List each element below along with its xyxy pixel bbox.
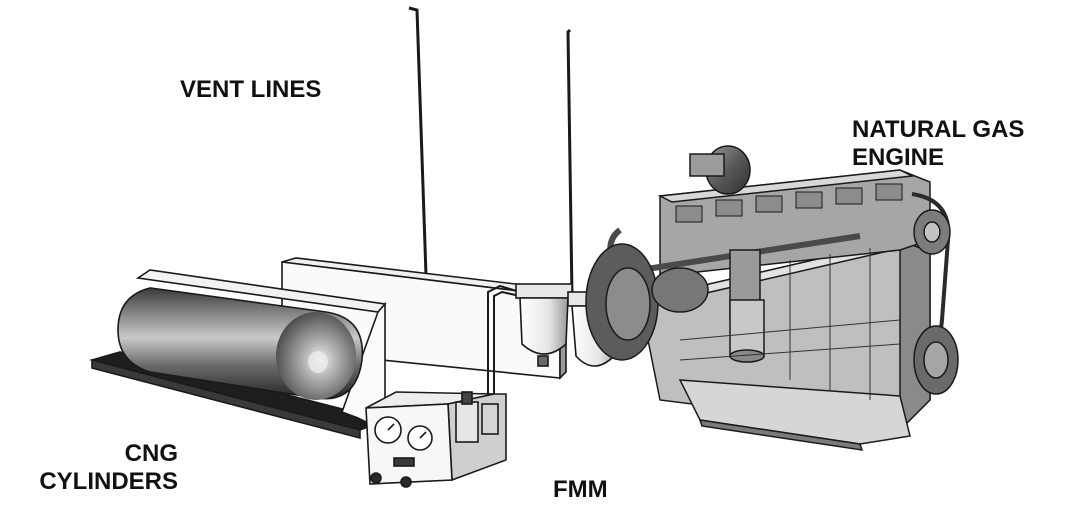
vent-line-right	[566, 28, 574, 297]
filter-left	[515, 283, 573, 367]
label-engine-line2: ENGINE	[852, 144, 945, 171]
label-cng-line1: CNG	[124, 440, 178, 467]
oil-pan	[678, 379, 911, 445]
label-natural-gas-engine: NATURAL GAS ENGINE	[852, 116, 1024, 172]
label-vent-lines-text: VENT LINES	[180, 76, 322, 103]
label-fmm: FMM	[553, 476, 608, 504]
cng-cylinder-assembly	[88, 269, 388, 440]
label-engine-line1: NATURAL GAS	[852, 116, 1025, 143]
natural-gas-engine	[585, 145, 959, 451]
fuel-line	[487, 284, 521, 396]
label-fmm-text: FMM	[553, 476, 608, 503]
label-cng-cylinders: CNG CYLINDERS	[10, 440, 178, 496]
label-vent-lines: VENT LINES	[180, 76, 321, 104]
label-cng-line2: CYLINDERS	[39, 468, 178, 495]
oil-filter	[729, 299, 765, 357]
fmm-box	[365, 391, 507, 488]
